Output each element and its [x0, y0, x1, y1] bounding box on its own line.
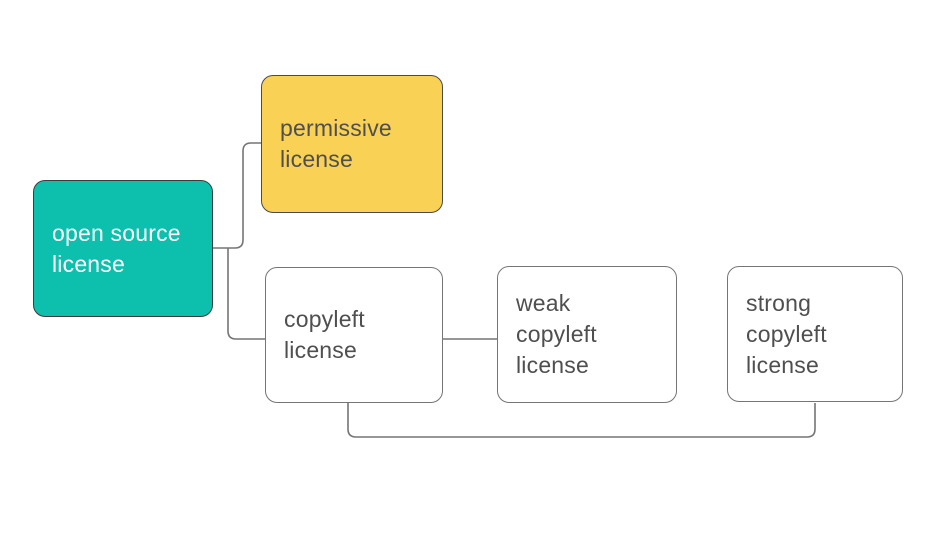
node-permissive-license-label: permissive license — [280, 115, 392, 172]
node-permissive-license[interactable]: permissive license — [261, 75, 443, 213]
node-open-source-license[interactable]: open source license — [33, 180, 213, 317]
node-strong-copyleft-license[interactable]: strong copyleft license — [727, 266, 903, 402]
edge-root-permissive — [213, 142, 261, 249]
node-weak-copyleft-license[interactable]: weak copyleft license — [497, 266, 677, 403]
node-open-source-license-label: open source license — [52, 219, 181, 277]
node-strong-copyleft-license-label: strong copyleft license — [746, 289, 827, 378]
node-weak-copyleft-license-label: weak copyleft license — [516, 290, 597, 378]
node-copyleft-license-label: copyleft license — [284, 306, 365, 363]
node-copyleft-license[interactable]: copyleft license — [265, 267, 443, 403]
edge-copyleft-strong — [347, 403, 816, 438]
edge-root-copyleft — [227, 248, 265, 340]
